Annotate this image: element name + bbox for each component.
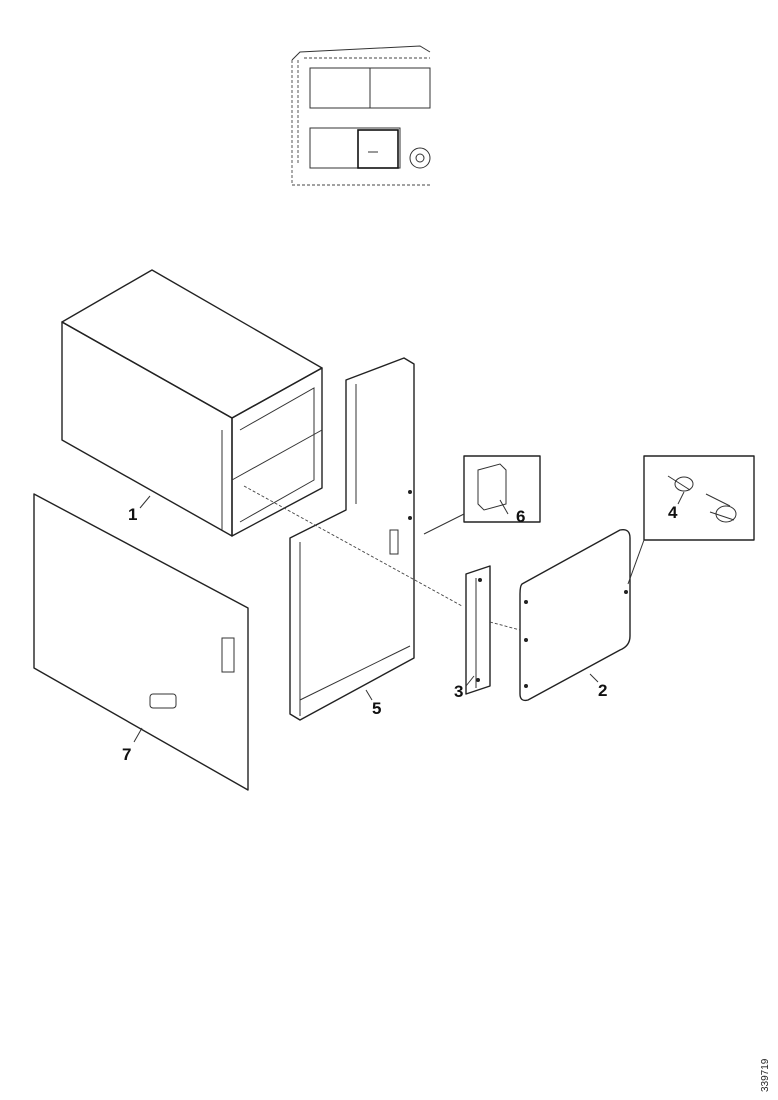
leader-line-1 <box>139 495 151 509</box>
assembly-line <box>489 621 521 631</box>
leader-line-4 <box>677 491 685 505</box>
part-4-fastener-detail <box>627 455 755 585</box>
part-3-rail <box>465 565 491 695</box>
locator-thumbnail <box>291 45 431 186</box>
part-7-door <box>33 493 249 791</box>
callout-1: 1 <box>128 505 137 524</box>
part-1-cabinet <box>61 269 323 537</box>
part-2-cover <box>519 528 631 702</box>
callout-2: 2 <box>598 681 607 700</box>
document-id: 339719 <box>760 1058 771 1092</box>
callout-6: 6 <box>516 507 525 526</box>
callout-5: 5 <box>372 699 381 718</box>
leader-line-5 <box>365 689 373 701</box>
leader-line-6 <box>499 499 509 515</box>
callout-4: 4 <box>668 503 678 522</box>
part-6-detail <box>423 455 541 535</box>
leader-line-7 <box>133 727 143 743</box>
callout-3: 3 <box>454 682 463 701</box>
leader-line-3 <box>465 675 475 687</box>
callout-7: 7 <box>122 745 131 764</box>
assembly-line <box>243 485 463 607</box>
leader-line-2 <box>589 673 599 683</box>
part-5-bracket <box>289 357 415 721</box>
